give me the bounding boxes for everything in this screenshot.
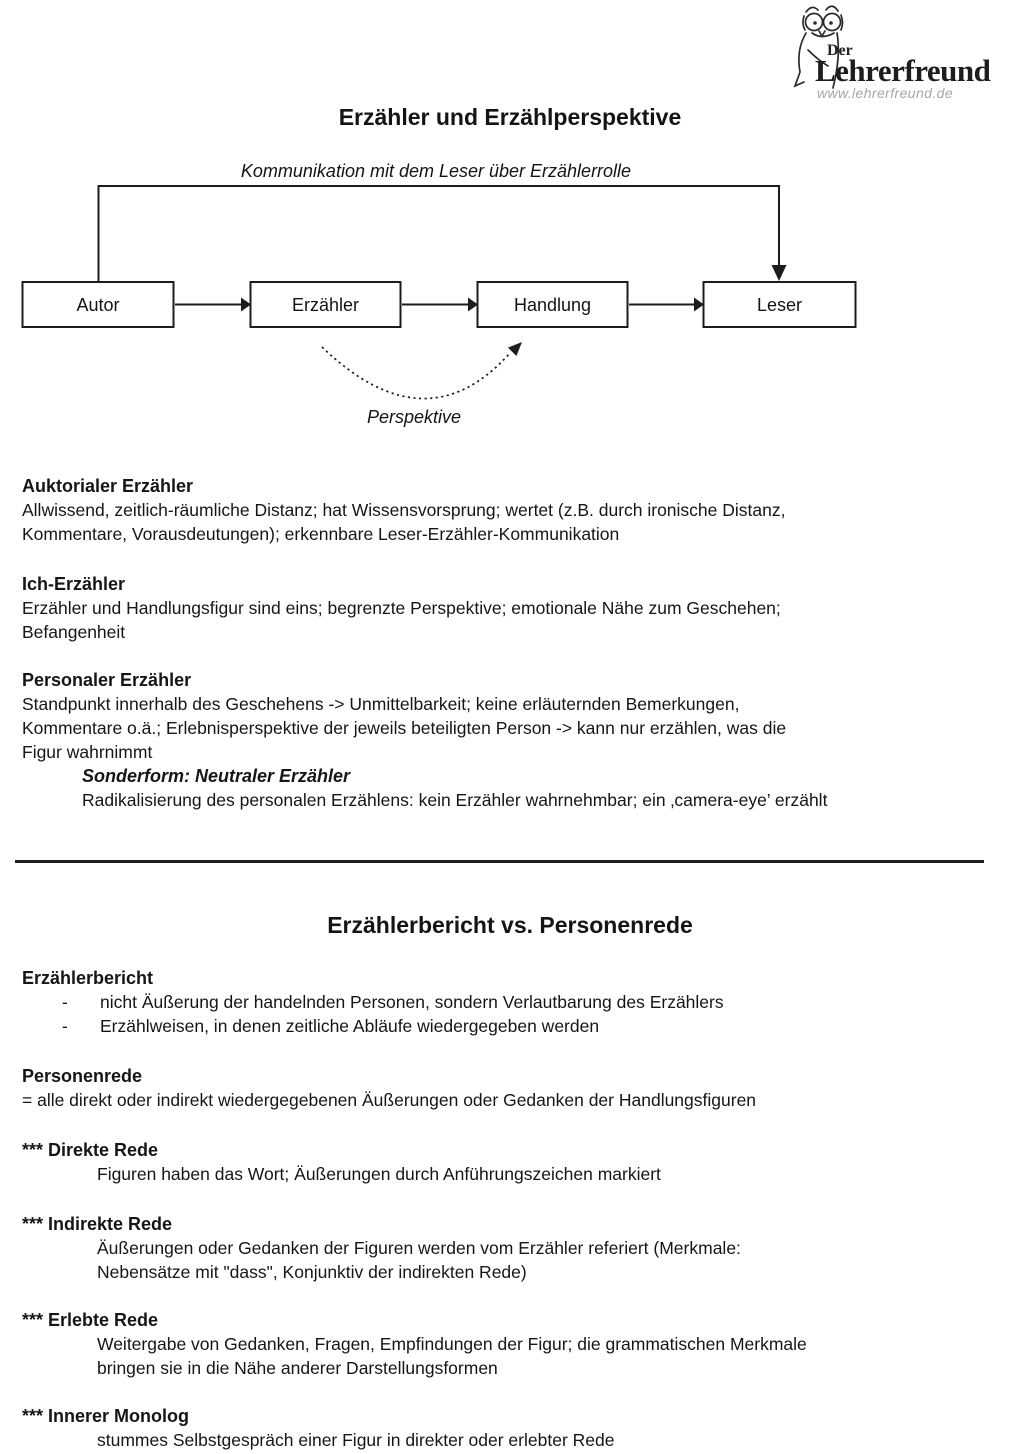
section-heading: Erzählerbericht [22,968,154,988]
arrowhead-down-icon [771,265,787,281]
section-heading: *** Direkte Rede [22,1140,159,1160]
box-label-leser: Leser [757,295,802,315]
body-line: Befangenheit [22,622,126,642]
bullet-text: Erzählweisen, in denen zeitliche Abläufe… [100,1016,600,1036]
section-erzaehlerbericht: Erzählerbericht - nicht Äußerung der han… [22,966,1017,1038]
box-label-handlung: Handlung [514,295,591,315]
perspective-dotted-curve [321,346,511,400]
section-heading: Ich-Erzähler [22,574,126,594]
section-heading: Personaler Erzähler [22,670,192,690]
section-indirekte-rede: *** Indirekte Rede Äußerungen oder Gedan… [22,1212,1017,1284]
page-title: Erzähler und Erzählperspektive [338,104,682,130]
body-line: Kommentare o.ä.; Erlebnisperspektive der… [22,718,787,738]
box-label-autor: Autor [76,295,119,315]
narrator-communication-diagram: Kommunikation mit dem Leser über Erzähle… [21,161,857,427]
body-line: = alle direkt oder indirekt wiedergegebe… [22,1090,757,1110]
logo-website-url: www.lehrerfreund.de [817,85,953,101]
body-line: bringen sie in die Nähe anderer Darstell… [97,1358,498,1378]
bullet-text: nicht Äußerung der handelnden Personen, … [100,992,724,1012]
communication-bracket-line [97,185,780,282]
section-auktorialer-erzaehler: Auktorialer Erzähler Allwissend, zeitlic… [22,474,1017,546]
arrowhead-right-icon [468,297,478,312]
body-line: Kommentare, Vorausdeutungen); erkennbare… [22,524,620,544]
subsection-heading-neutraler-erzaehler: Sonderform: Neutraler Erzähler [82,766,351,786]
section-innerer-monolog: *** Innerer Monolog stummes Selbstgesprä… [22,1404,1017,1452]
section-heading: *** Innerer Monolog [22,1406,190,1426]
section-heading: Personenrede [22,1066,143,1086]
arrowhead-right-icon [694,297,704,312]
bullet-dash: - [62,992,68,1012]
body-line: Figuren haben das Wort; Äußerungen durch… [97,1164,661,1184]
perspective-label: Perspektive [367,407,461,427]
arrowhead-right-icon [241,297,251,312]
body-line: Äußerungen oder Gedanken der Figuren wer… [97,1238,741,1258]
horizontal-divider [15,860,984,863]
section-heading: *** Erlebte Rede [22,1310,159,1330]
body-line: Radikalisierung des personalen Erzählens… [82,790,828,810]
logo-brand-text: Lehrerfreund [815,53,991,88]
section-heading: Auktorialer Erzähler [22,476,194,496]
body-line: Allwissend, zeitlich-räumliche Distanz; … [22,500,786,520]
owl-icon [793,5,844,89]
logo-prefix: Der [827,42,853,59]
section-personaler-erzaehler: Personaler Erzähler Standpunkt innerhalb… [22,668,1017,812]
body-line: Erzähler und Handlungsfigur sind eins; b… [22,598,781,618]
body-line: stummes Selbstgespräch einer Figur in di… [97,1430,615,1450]
body-line: Standpunkt innerhalb des Geschehens -> U… [22,694,740,714]
list-item: - Erzählweisen, in denen zeitliche Abläu… [22,1014,1017,1038]
diagram-top-label: Kommunikation mit dem Leser über Erzähle… [241,161,631,181]
arrowhead-up-icon [508,342,522,356]
bullet-dash: - [62,1016,68,1036]
list-item: - nicht Äußerung der handelnden Personen… [22,990,1017,1014]
box-leser [702,281,857,328]
section-direkte-rede: *** Direkte Rede Figuren haben das Wort;… [22,1138,1017,1186]
section-personenrede: Personenrede = alle direkt oder indirekt… [22,1064,1017,1112]
section-heading: *** Indirekte Rede [22,1214,173,1234]
box-label-erzaehler: Erzähler [292,295,359,315]
body-line: Weitergabe von Gedanken, Fragen, Empfind… [97,1334,807,1354]
box-handlung [476,281,629,328]
body-line: Figur wahrnimmt [22,742,153,762]
body-line: Nebensätze mit "dass", Konjunktiv der in… [97,1262,527,1282]
second-page-title: Erzählerbericht vs. Personenrede [327,912,693,938]
section-ich-erzaehler: Ich-Erzähler Erzähler und Handlungsfigur… [22,572,1017,644]
box-autor [21,281,175,328]
section-erlebte-rede: *** Erlebte Rede Weitergabe von Gedanken… [22,1308,1017,1380]
